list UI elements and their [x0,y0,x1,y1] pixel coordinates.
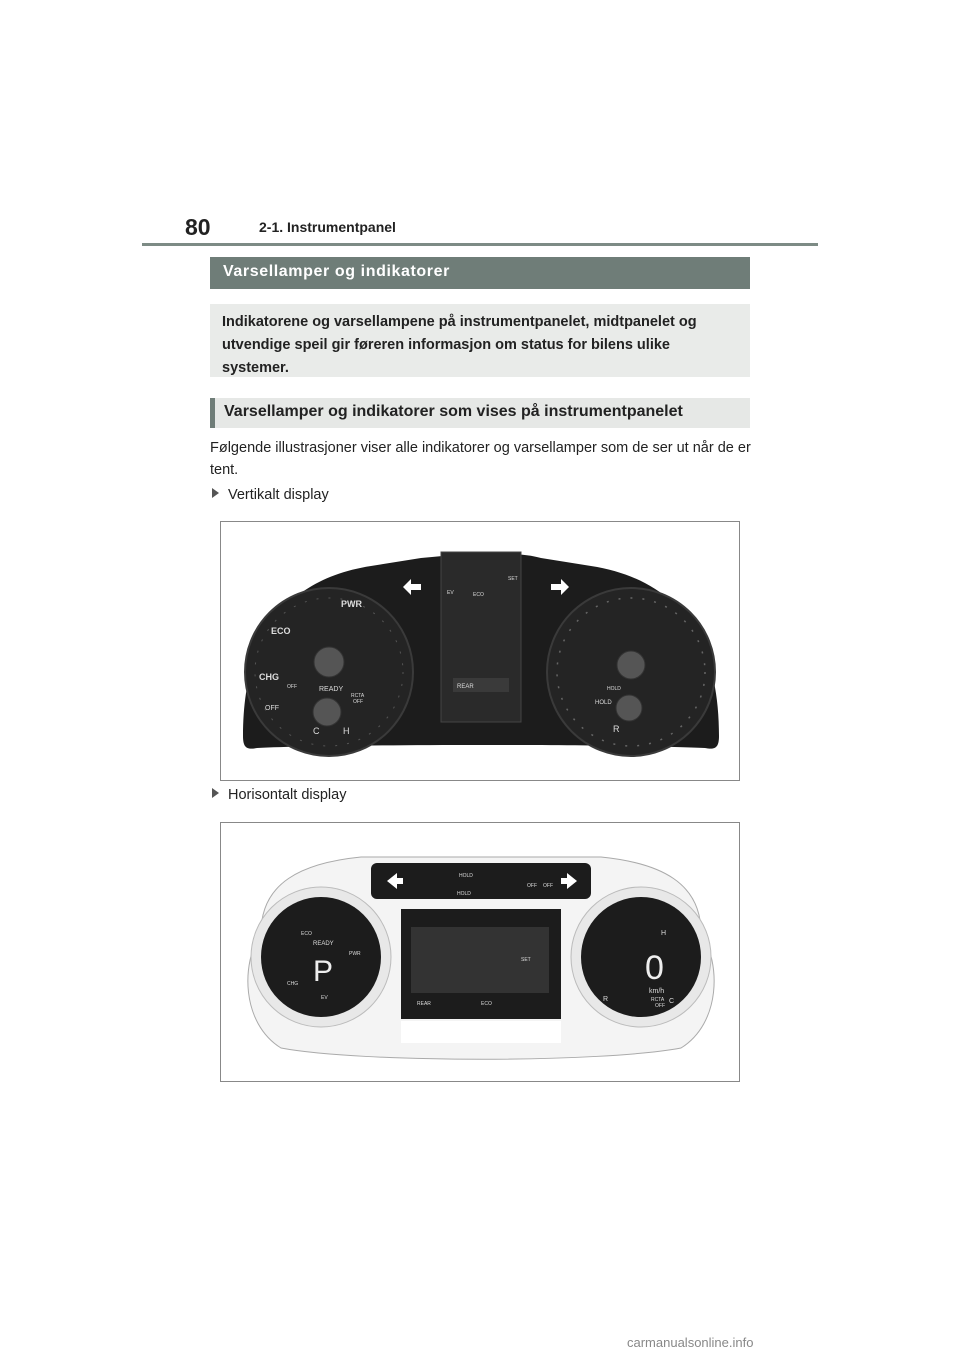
bullet-vertical: Vertikalt display [212,487,329,503]
hold-label-2: HOLD [595,700,612,706]
page-title: Varsellamper og indikatorer [223,263,450,280]
bullet-label: Horisontalt display [228,787,347,803]
section-title: 2-1. Instrumentpanel [259,219,396,235]
right-hub [616,650,646,680]
left-turn-signal-icon [403,579,421,595]
subtitle-accent [210,398,215,428]
intro-text: Indikatorene og varsellampene på instrum… [222,314,697,376]
ready-label: READY [313,941,334,947]
left-dial-ticks [254,597,404,747]
header-divider [142,243,818,246]
rcta-label: RCTA [651,997,665,1003]
hot-label: H [343,726,350,736]
gear-indicator: P [313,955,333,988]
speed-readout: 0 [645,949,664,987]
set-label: SET [508,576,518,582]
rcta-off-label: OFF [655,1003,665,1009]
off-label: OFF [265,705,279,712]
rear-seatbelt-panel [453,678,509,692]
cold-label: C [669,998,674,1005]
reserve-label: R [613,724,620,734]
horizontal-cluster-illustration: HOLD HOLD OFF OFF ECO READY PWR P CHG EV… [247,856,715,1060]
reserve-label: R [603,996,608,1003]
pwr-label: PWR [341,599,362,609]
eco-label: ECO [271,626,291,636]
rcta-off-label: OFF [353,699,363,705]
speed-unit: km/h [649,988,664,995]
ready-label: READY [319,686,343,693]
left-hub [313,646,345,678]
hold-label-1: HOLD [607,686,621,692]
vertical-cluster-illustration: PWR ECO CHG OFF READY RCTA OFF OFF C H S… [243,551,719,757]
rear-label: REAR [417,1001,431,1007]
figure-vertical-display: PWR ECO CHG OFF READY RCTA OFF OFF C H S… [220,521,740,781]
cold-label: C [313,726,320,736]
off-top-label-2: OFF [543,883,553,889]
pwr-label: PWR [349,951,361,957]
top-indicator-strip [371,863,591,899]
bullet-horizontal: Horisontalt display [212,787,346,803]
watermark: carmanualsonline.info [627,1335,754,1350]
parking-off-label: OFF [287,684,297,690]
left-eco-label: ECO [301,931,312,937]
hold-top-label-1: HOLD [459,873,473,879]
right-turn-signal-icon [561,873,577,889]
left-dial [261,897,381,1017]
center-eco-label: ECO [481,1001,492,1007]
set-label: SET [521,957,531,963]
hot-label: H [661,930,666,937]
body-text: Følgende illustrasjoner viser alle indik… [210,440,751,478]
center-display [411,927,549,993]
chg-label: CHG [259,672,279,682]
title-bar: Varsellamper og indikatorer [210,257,750,289]
figure-horizontal-display: HOLD HOLD OFF OFF ECO READY PWR P CHG EV… [220,822,740,1082]
subtitle-bar: Varsellamper og indikatorer som vises på… [210,398,750,428]
right-lower-hub [615,694,643,722]
hold-top-label-2: HOLD [457,891,471,897]
bullet-triangle-icon [212,788,219,798]
page-number: 80 [185,214,211,240]
left-turn-signal-icon [387,873,403,889]
ev-label: EV [447,590,454,596]
ev-label: EV [321,995,328,1001]
intro-box: Indikatorene og varsellampene på instrum… [210,304,750,377]
right-turn-signal-icon [551,579,569,595]
chg-label: CHG [287,981,298,987]
left-lower-hub [312,697,342,727]
subtitle-text: Varsellamper og indikatorer som vises på… [224,403,683,420]
right-dial [581,897,701,1017]
right-dial-ticks [556,597,706,747]
off-top-label-1: OFF [527,883,537,889]
rcta-label: RCTA [351,693,365,699]
bullet-triangle-icon [212,488,219,498]
center-display [440,551,522,723]
rear-label: REAR [457,684,474,690]
center-eco-label: ECO [473,592,484,598]
bullet-label: Vertikalt display [228,487,329,503]
bottom-indicator-strip [401,1021,561,1043]
